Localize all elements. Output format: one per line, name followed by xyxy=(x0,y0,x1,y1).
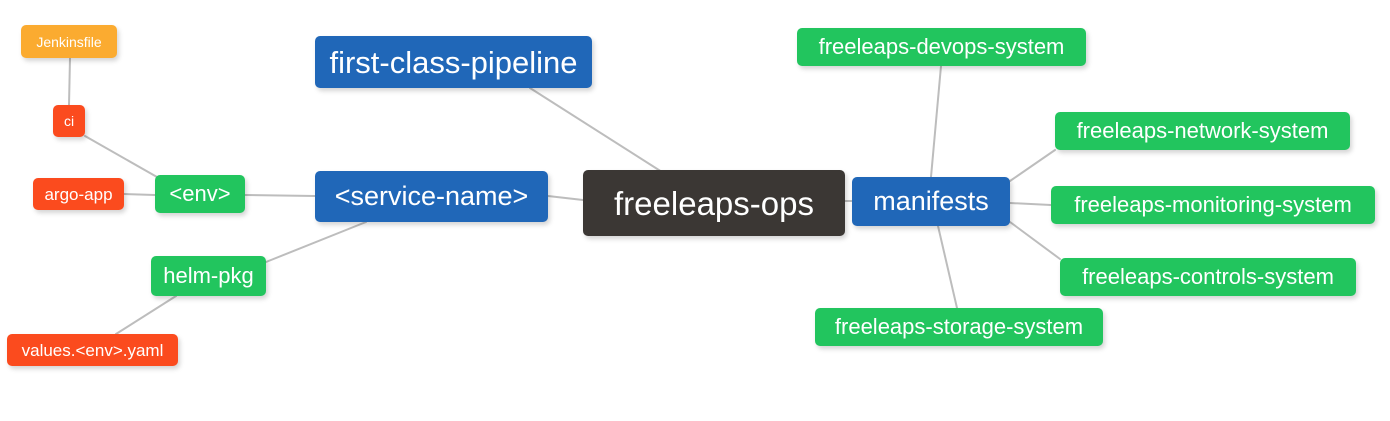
edge-ci-to-env xyxy=(84,135,158,178)
edge-devops-system-to-manifests xyxy=(930,65,942,178)
node-first-class-pipeline[interactable]: first-class-pipeline xyxy=(315,36,592,88)
node-service-name[interactable]: <service-name> xyxy=(315,171,548,222)
node-manifests[interactable]: manifests xyxy=(852,177,1010,226)
edge-first-class-pipeline-to-freeleaps-ops xyxy=(529,87,663,173)
edge-jenkinsfile-to-ci xyxy=(68,57,71,106)
edge-manifests-to-storage-system xyxy=(937,225,958,309)
edge-env-to-service-name xyxy=(244,194,316,197)
node-freeleaps-ops[interactable]: freeleaps-ops xyxy=(583,170,845,236)
node-env[interactable]: <env> xyxy=(155,175,245,213)
node-argo-app[interactable]: argo-app xyxy=(33,178,124,210)
edge-helm-pkg-to-values-yaml xyxy=(115,295,177,335)
node-monitoring-system[interactable]: freeleaps-monitoring-system xyxy=(1051,186,1375,224)
node-jenkinsfile[interactable]: Jenkinsfile xyxy=(21,25,117,58)
edge-argo-app-to-env xyxy=(123,193,156,196)
edge-service-name-to-freeleaps-ops xyxy=(547,195,584,201)
edge-service-name-to-helm-pkg xyxy=(265,221,367,263)
node-values-yaml[interactable]: values.<env>.yaml xyxy=(7,334,178,366)
node-storage-system[interactable]: freeleaps-storage-system xyxy=(815,308,1103,346)
edge-manifests-to-controls-system xyxy=(1009,221,1061,260)
edge-manifests-to-network-system xyxy=(1009,149,1056,182)
node-controls-system[interactable]: freeleaps-controls-system xyxy=(1060,258,1356,296)
node-ci[interactable]: ci xyxy=(53,105,85,137)
node-devops-system[interactable]: freeleaps-devops-system xyxy=(797,28,1086,66)
node-helm-pkg[interactable]: helm-pkg xyxy=(151,256,266,296)
node-network-system[interactable]: freeleaps-network-system xyxy=(1055,112,1350,150)
edge-manifests-to-monitoring-system xyxy=(1009,202,1052,206)
